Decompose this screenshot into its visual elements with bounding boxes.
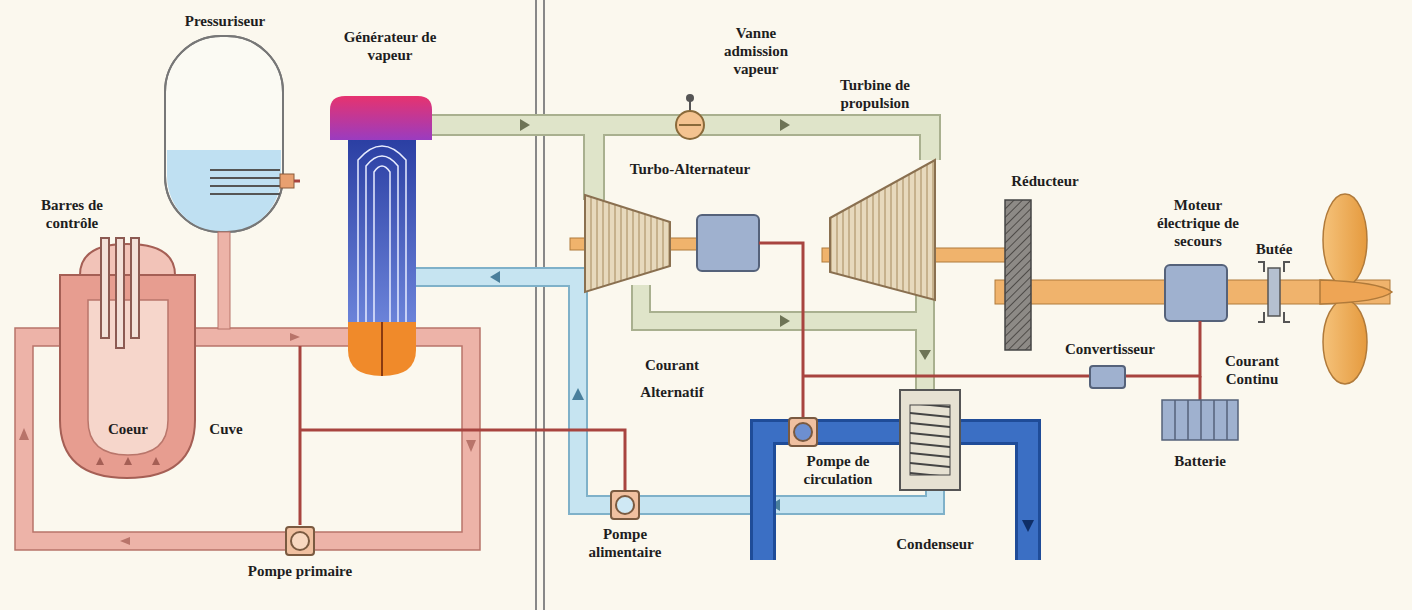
part-label: Condenseur: [880, 535, 990, 553]
part-label: Moteur électrique de secours: [1143, 196, 1253, 250]
part-label: Coeur: [98, 420, 158, 438]
part-label: Convertisseur: [1050, 340, 1170, 358]
part-label: Barres de contrôle: [17, 196, 127, 232]
part-label: Batterie: [1160, 452, 1240, 470]
part-label: Vanne admission vapeur: [706, 24, 806, 78]
part-label: Pressuriseur: [160, 12, 290, 30]
part-label: Turbo-Alternateur: [615, 160, 765, 178]
part-label: Générateur de vapeur: [335, 28, 445, 64]
part-label: Courant Alternatif: [627, 352, 717, 406]
part-label: Pompe de circulation: [783, 452, 893, 488]
part-label: Cuve: [198, 420, 254, 438]
part-label: Turbine de propulsion: [820, 76, 930, 112]
part-label: Butée: [1244, 240, 1304, 258]
part-label: Courant Continu: [1212, 352, 1292, 388]
part-label: Pompe primaire: [245, 562, 355, 580]
part-label: Pompe alimentaire: [575, 525, 675, 561]
part-label: Réducteur: [1000, 172, 1090, 190]
